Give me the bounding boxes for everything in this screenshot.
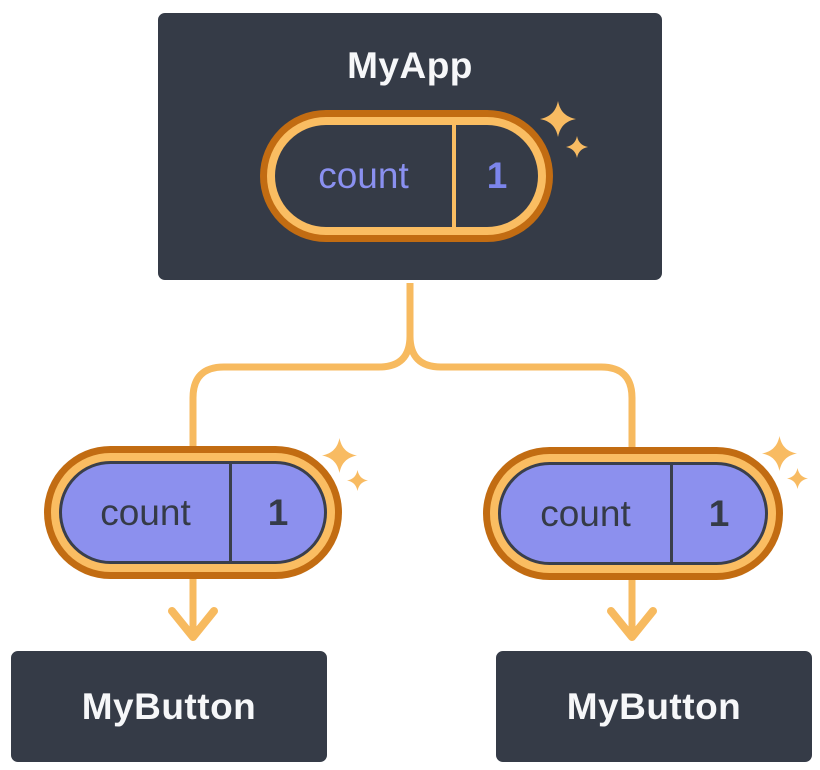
state-pill-ring: count 1: [267, 117, 546, 235]
state-label: count: [540, 492, 631, 534]
component-node-mybutton-right: MyButton: [493, 648, 815, 765]
state-pill-left: count 1: [44, 446, 342, 579]
sparkle-icon: [566, 136, 588, 158]
pill-divider: [452, 125, 456, 227]
state-label: count: [318, 155, 409, 196]
state-pill-ring: count 1: [490, 454, 776, 573]
component-title: MyButton: [81, 685, 257, 727]
sparkle-icon: [787, 468, 808, 489]
state-value: 1: [486, 155, 508, 196]
state-label: count: [100, 491, 191, 533]
pill-divider: [229, 464, 232, 561]
state-pill-myapp: count 1: [260, 110, 553, 242]
component-title: MyButton: [566, 685, 742, 727]
state-pill-right: count 1: [483, 447, 783, 580]
sparkle-icon: [762, 436, 797, 471]
state-value: 1: [708, 492, 730, 534]
state-value: 1: [267, 491, 289, 533]
arrow-down-icon: [607, 607, 657, 641]
state-pill-ring: count 1: [51, 453, 335, 572]
sparkle-icon: [322, 438, 357, 473]
component-node-mybutton-left: MyButton: [8, 648, 330, 765]
arrow-down-icon: [168, 607, 218, 641]
connector-right-branch: [406, 278, 636, 637]
sparkle-icon: [540, 101, 576, 137]
component-title: MyApp: [347, 45, 473, 86]
pill-divider: [670, 465, 673, 562]
sparkle-icon: [347, 470, 368, 491]
